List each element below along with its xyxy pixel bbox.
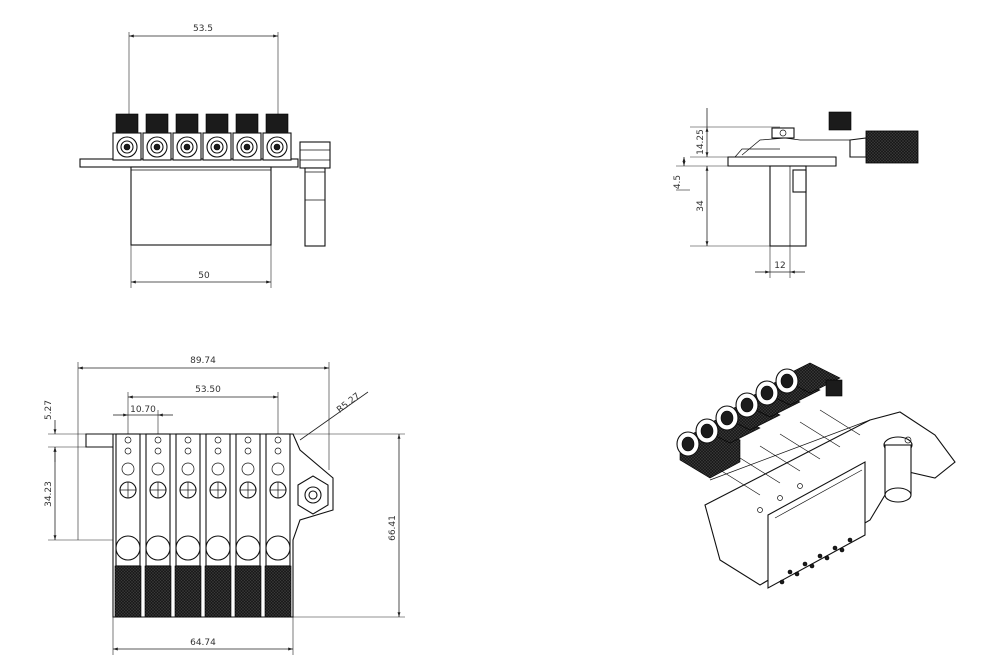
iso-sustain-block: [767, 461, 866, 589]
front-bottom-dimension: 50: [130, 245, 272, 288]
top-base-plate: [85, 433, 116, 448]
side-view: 14.25 4.5 34 12: [673, 108, 919, 278]
iso-saddle-rails: [709, 409, 871, 496]
side-height-post-label: 34: [696, 200, 706, 212]
front-saddle: [262, 113, 292, 161]
front-top-dimension-label: 53.5: [193, 24, 213, 34]
front-saddle: [202, 113, 232, 161]
side-height-top-label: 14.25: [696, 129, 706, 155]
front-saddle: [232, 113, 262, 161]
top-view: 89.74 53.50 10.70 R5.27 5.27: [44, 356, 405, 655]
top-radius-callout: R5.27: [299, 391, 369, 441]
side-dimensions: 14.25 4.5 34 12: [673, 108, 805, 278]
top-bottom-dimension: 64.74: [112, 617, 294, 655]
front-top-dimension: 53.5: [128, 24, 279, 118]
side-height-mid-label: 4.5: [673, 175, 683, 189]
side-fine-tuner-knob: [828, 111, 852, 131]
top-left-height-label: 34.23: [44, 481, 54, 507]
front-saddle: [112, 113, 142, 161]
side-base-plate: [727, 156, 837, 167]
top-saddle: [204, 433, 232, 618]
iso-string-locks: [676, 362, 841, 479]
iso-fine-tuner-knob: [825, 379, 843, 397]
top-radius-label: R5.27: [335, 391, 362, 415]
top-saddle-rows: [114, 433, 292, 618]
front-saddle: [172, 113, 202, 161]
top-string-span-dimension: 53.50: [127, 385, 279, 440]
front-saddles: [112, 113, 292, 161]
top-bottom-dimension-label: 64.74: [190, 638, 216, 648]
front-bottom-dimension-label: 50: [198, 271, 210, 281]
top-overall-dimension-label: 89.74: [190, 356, 216, 366]
side-post-width-label: 12: [774, 261, 785, 271]
front-saddle: [142, 113, 172, 161]
front-view: 53.5: [79, 24, 331, 288]
top-overall-dimension: 89.74: [77, 356, 330, 540]
top-string-span-label: 53.50: [195, 385, 221, 395]
front-stud-post: [299, 141, 331, 247]
side-string-lock: [865, 130, 919, 164]
top-left-offset-label: 5.27: [44, 400, 54, 420]
front-sustain-block: [130, 166, 272, 246]
top-left-height-dimension: 34.23: [44, 447, 118, 541]
top-right-height-dimension: 66.41: [293, 433, 405, 618]
isometric-view: [676, 362, 956, 589]
iso-post: [883, 436, 913, 503]
top-saddle: [174, 433, 202, 618]
iso-block-holes: [757, 483, 853, 585]
top-saddle: [144, 433, 172, 618]
top-string-pitch-label: 10.70: [130, 405, 156, 415]
top-saddle: [264, 433, 292, 618]
iso-string-lock: [775, 362, 841, 394]
top-stud-hex: [297, 475, 329, 515]
top-right-height-label: 66.41: [388, 515, 398, 541]
top-saddle: [114, 433, 142, 618]
top-saddle: [234, 433, 262, 618]
